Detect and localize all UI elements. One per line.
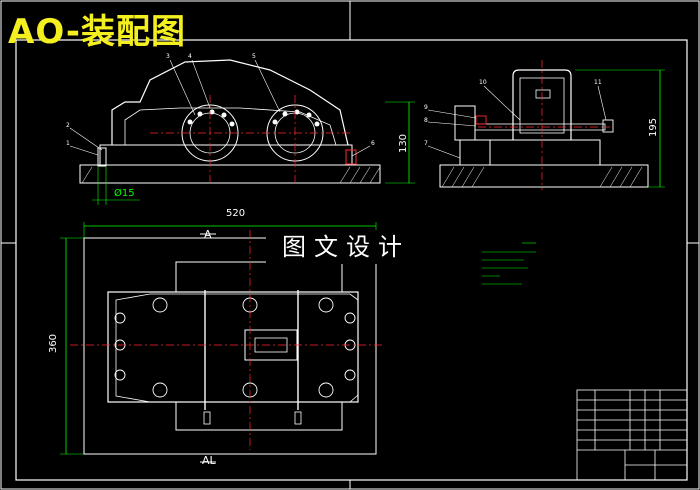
part-number-2: 2 xyxy=(66,122,70,129)
part-number-10: 10 xyxy=(479,79,487,86)
part-number-1: 1 xyxy=(66,140,70,147)
dimension-height-label: 360 xyxy=(48,333,60,354)
dimension-195-label: 195 xyxy=(648,117,660,138)
technical-notes xyxy=(482,242,536,285)
drawing-title: AO-装配图 xyxy=(8,12,186,52)
dimension-dia-label: Ø15 xyxy=(114,188,135,199)
part-number-6: 6 xyxy=(371,140,375,147)
part-number-3: 3 xyxy=(166,53,170,60)
part-number-5: 5 xyxy=(252,53,256,60)
section-label-top: A xyxy=(204,228,212,241)
dimension-width-label: 520 xyxy=(226,208,246,219)
dimension-130-label: 130 xyxy=(398,133,410,154)
part-number-11: 11 xyxy=(594,79,602,86)
part-number-7: 7 xyxy=(424,140,428,147)
drawing-frame xyxy=(15,39,688,481)
title-block xyxy=(576,389,688,481)
part-number-8: 8 xyxy=(424,117,428,124)
side-view xyxy=(427,60,665,190)
top-view xyxy=(60,222,385,463)
section-label-bottom: AL xyxy=(202,454,216,467)
watermark-text: 图文设计 xyxy=(266,230,426,264)
part-number-4: 4 xyxy=(188,53,192,60)
front-view xyxy=(69,59,415,205)
part-number-9: 9 xyxy=(424,104,428,111)
